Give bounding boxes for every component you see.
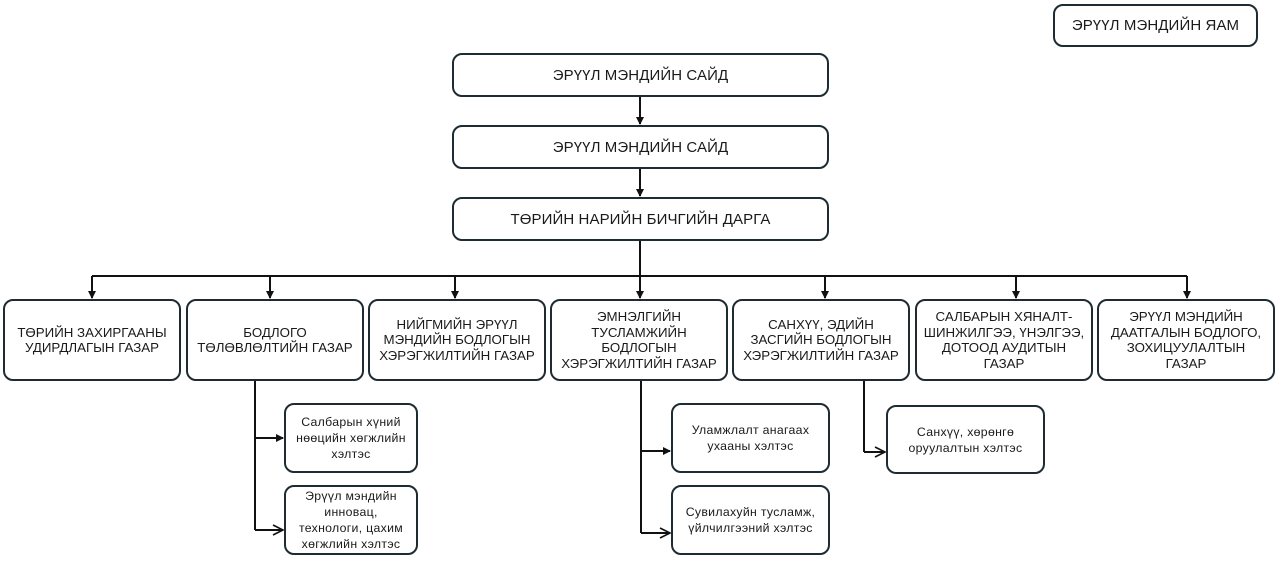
org-node-department[interactable]: НИЙГМИЙН ЭРҮҮЛ МЭНДИЙН БОДЛОГЫН ХЭРЭГЖИЛ… (368, 299, 546, 381)
org-node-state-secretary[interactable]: ТӨРИЙН НАРИЙН БИЧГИЙН ДАРГА (452, 197, 829, 241)
department-label: ЭМНЭЛГИЙН ТУСЛАМЖИЙН БОДЛОГЫН ХЭРЭГЖИЛТИ… (561, 309, 717, 371)
department-label: САЛБАРЫН ХЯНАЛТ-ШИНЖИЛГЭЭ, ҮНЭЛГЭЭ, ДОТО… (923, 309, 1085, 371)
department-label: ЭРҮҮЛ МЭНДИЙН ДААТГАЛЫН БОДЛОГО, ЗОХИЦУУ… (1110, 309, 1262, 371)
org-node-department[interactable]: ЭРҮҮЛ МЭНДИЙН ДААТГАЛЫН БОДЛОГО, ЗОХИЦУУ… (1097, 299, 1275, 381)
ministry-title-text: ЭРҮҮЛ МЭНДИЙН ЯАМ (1071, 17, 1240, 34)
org-node-minister-2[interactable]: ЭРҮҮЛ МЭНДИЙН САЙД (452, 125, 829, 169)
sub-unit-label: Сувилахуйн тусламж, үйлчилгээний хэлтэс (685, 505, 816, 535)
org-node-sub-unit[interactable]: Салбарын хүний нөөцийн хөгжлийн хэлтэс (284, 403, 418, 473)
org-node-label: ЭРҮҮЛ МЭНДИЙН САЙД (552, 66, 729, 84)
ministry-title-badge: ЭРҮҮЛ МЭНДИЙН ЯАМ (1053, 4, 1258, 47)
sub-unit-label: Эрүүл мэндийн инновац, технологи, цахим … (298, 489, 404, 551)
department-label: НИЙГМИЙН ЭРҮҮЛ МЭНДИЙН БОДЛОГЫН ХЭРЭГЖИЛ… (379, 316, 535, 363)
org-node-sub-unit[interactable]: Эрүүл мэндийн инновац, технологи, цахим … (284, 485, 418, 555)
org-node-sub-unit[interactable]: Санхүү, хөрөнгө оруулалтын хэлтэс (886, 405, 1045, 474)
department-label: ТӨРИЙН ЗАХИРГААНЫ УДИРДЛАГЫН ГАЗАР (17, 324, 167, 356)
department-label: САНХҮҮ, ЭДИЙН ЗАСГИЙН БОДЛОГЫН ХЭРЭГЖИЛТ… (743, 316, 899, 363)
org-node-department[interactable]: ТӨРИЙН ЗАХИРГААНЫ УДИРДЛАГЫН ГАЗАР (3, 299, 181, 381)
org-node-department[interactable]: САНХҮҮ, ЭДИЙН ЗАСГИЙН БОДЛОГЫН ХЭРЭГЖИЛТ… (732, 299, 910, 381)
department-label: БОДЛОГО ТӨЛӨВЛӨЛТИЙН ГАЗАР (197, 324, 353, 356)
org-node-sub-unit[interactable]: Уламжлалт анагаах ухааны хэлтэс (671, 403, 830, 473)
sub-unit-label: Уламжлалт анагаах ухааны хэлтэс (691, 423, 810, 453)
org-node-department[interactable]: САЛБАРЫН ХЯНАЛТ-ШИНЖИЛГЭЭ, ҮНЭЛГЭЭ, ДОТО… (915, 299, 1093, 381)
sub-unit-label: Салбарын хүний нөөцийн хөгжлийн хэлтэс (296, 415, 406, 461)
org-node-minister-1[interactable]: ЭРҮҮЛ МЭНДИЙН САЙД (452, 53, 829, 97)
org-node-department[interactable]: ЭМНЭЛГИЙН ТУСЛАМЖИЙН БОДЛОГЫН ХЭРЭГЖИЛТИ… (550, 299, 728, 381)
org-node-label: ЭРҮҮЛ МЭНДИЙН САЙД (552, 138, 729, 156)
sub-unit-label: Санхүү, хөрөнгө оруулалтын хэлтэс (908, 424, 1023, 455)
org-node-label: ТӨРИЙН НАРИЙН БИЧГИЙН ДАРГА (510, 210, 771, 228)
org-node-sub-unit[interactable]: Сувилахуйн тусламж, үйлчилгээний хэлтэс (671, 485, 830, 555)
org-node-department[interactable]: БОДЛОГО ТӨЛӨВЛӨЛТИЙН ГАЗАР (186, 299, 364, 381)
